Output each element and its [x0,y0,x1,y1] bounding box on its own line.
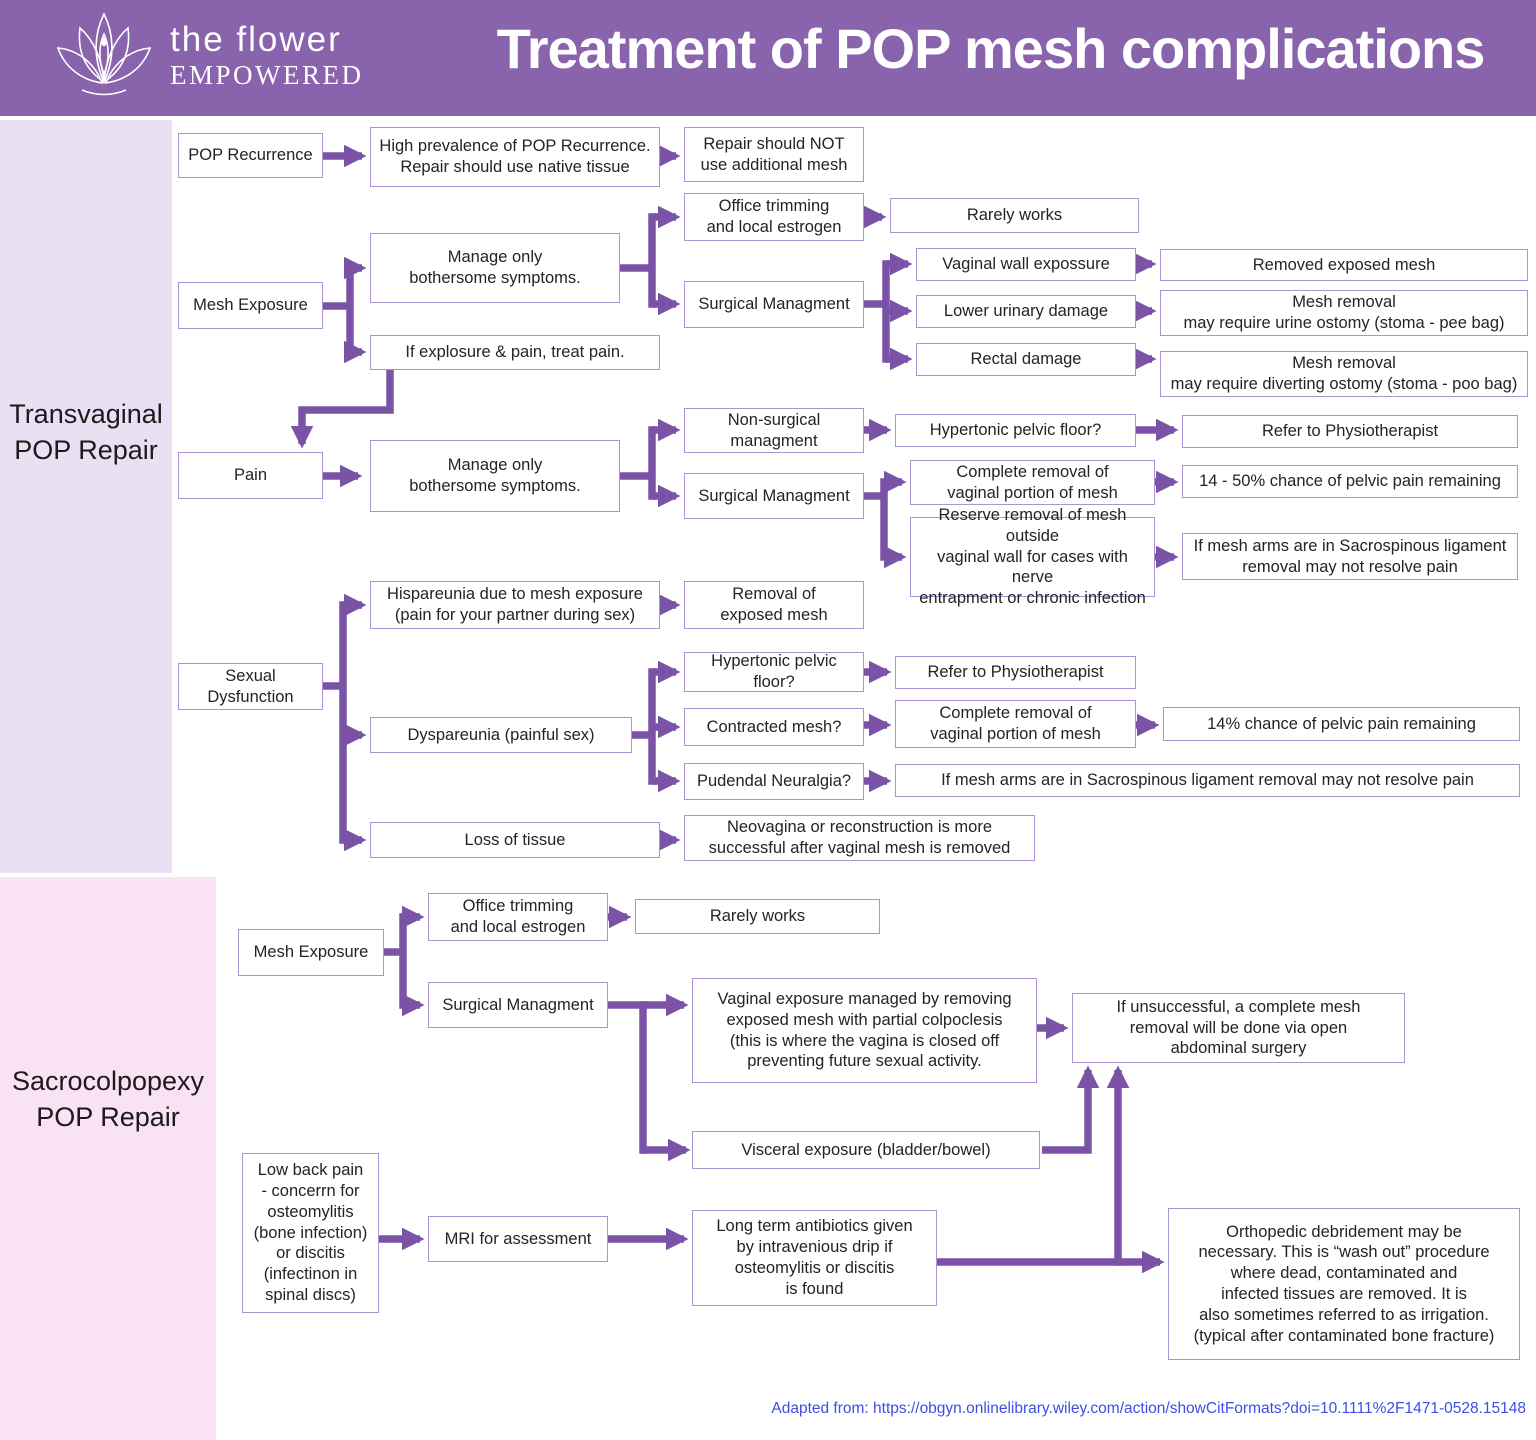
node-low-back-pain: Low back pain - concerrn for osteomyliti… [242,1153,379,1313]
node-orthopedic-debridement: Orthopedic debridement may be necessary.… [1168,1208,1520,1360]
node-high-prevalence: High prevalence of POP Recurrence. Repai… [370,127,660,187]
node-mesh-exposure-2: Mesh Exposure [238,929,384,976]
brand-line2: EMPOWERED [170,60,364,91]
node-complete-removal-1: Complete removal of vaginal portion of m… [910,460,1155,505]
node-visceral-exposure: Visceral exposure (bladder/bowel) [692,1131,1040,1169]
node-lower-urinary: Lower urinary damage [916,295,1136,328]
lotus-flower-icon [56,12,152,96]
sacrocolpopexy-section-label: Sacrocolpopexy POP Repair [0,1063,216,1136]
node-if-unsuccessful: If unsuccessful, a complete mesh removal… [1072,993,1405,1063]
node-vaginal-exposure-colpoclesis: Vaginal exposure managed by removing exp… [692,978,1037,1083]
node-mesh-arms-1: If mesh arms are in Sacrospinous ligamen… [1182,533,1518,580]
node-removal-exposed-mesh: Removal of exposed mesh [684,581,864,629]
transvaginal-section-strip [0,120,172,873]
transvaginal-label-line2: POP Repair [14,435,158,466]
node-hypertonic-2: Hypertonic pelvic floor? [684,652,864,692]
node-mesh-exposure-1: Mesh Exposure [178,282,323,329]
node-chance-14-50: 14 - 50% chance of pelvic pain remaining [1182,465,1518,498]
node-contracted-mesh: Contracted mesh? [684,708,864,746]
node-removed-exposed: Removed exposed mesh [1160,249,1528,281]
node-mesh-arms-2: If mesh arms are in Sacrospinous ligamen… [895,764,1520,797]
node-pudendal-neuralgia: Pudendal Neuralgia? [684,763,864,800]
node-pain: Pain [178,452,323,499]
citation-link[interactable]: Adapted from: https://obgyn.onlinelibrar… [771,1400,1526,1417]
node-repair-no-mesh: Repair should NOT use additional mesh [684,127,864,182]
node-rarely-works-2: Rarely works [635,899,880,934]
node-manage-only-1: Manage only bothersome symptoms. [370,233,620,303]
node-mesh-removal-diverting: Mesh removal may require diverting ostom… [1160,351,1528,397]
node-neovagina: Neovagina or reconstruction is more succ… [684,815,1035,861]
node-pop-recurrence: POP Recurrence [178,133,323,178]
node-long-term-antibiotics: Long term antibiotics given by intraveni… [692,1210,937,1306]
transvaginal-label-line1: Transvaginal [9,399,163,429]
node-if-explosure: If explosure & pain, treat pain. [370,335,660,370]
node-rarely-works-1: Rarely works [890,198,1139,233]
node-vaginal-wall: Vaginal wall expossure [916,248,1136,281]
brand-logo: the flower EMPOWERED [52,8,364,104]
node-refer-physio-1: Refer to Physiotherapist [1182,415,1518,448]
sacrocolpopexy-label-line2: POP Repair [36,1102,180,1133]
node-reserve-removal: Reserve removal of mesh outside vaginal … [910,506,1155,607]
sacrocolpopexy-section-strip [0,877,216,1440]
node-sexual-dysfunction: Sexual Dysfunction [178,663,323,710]
brand-line1: the flower [170,20,342,60]
node-surgical-management-2: Surgical Managment [684,473,864,519]
node-office-trimming-2: Office trimming and local estrogen [428,893,608,941]
node-rectal-damage: Rectal damage [916,343,1136,376]
node-chance-14: 14% chance of pelvic pain remaining [1163,707,1520,741]
node-hypertonic-1: Hypertonic pelvic floor? [895,414,1136,447]
header-bar: the flower EMPOWERED Treatment of POP me… [0,0,1536,116]
node-surgical-management-3: Surgical Managment [428,982,608,1028]
transvaginal-section-label: Transvaginal POP Repair [0,396,172,469]
node-office-trimming-1: Office trimming and local estrogen [684,193,864,241]
node-surgical-management-1: Surgical Managment [684,281,864,328]
node-mri-assessment: MRI for assessment [428,1216,608,1262]
brand-name: the flower EMPOWERED [170,20,364,91]
node-hispareunia: Hispareunia due to mesh exposure (pain f… [370,581,660,629]
page-title: Treatment of POP mesh complications [496,17,1486,80]
node-complete-removal-2: Complete removal of vaginal portion of m… [895,700,1136,748]
node-refer-physio-2: Refer to Physiotherapist [895,656,1136,689]
sacrocolpopexy-label-line1: Sacrocolpopexy [11,1066,205,1096]
node-nonsurgical-management: Non-surgical managment [684,408,864,453]
node-loss-of-tissue: Loss of tissue [370,822,660,858]
node-dyspareunia: Dyspareunia (painful sex) [370,717,632,753]
node-mesh-removal-urine: Mesh removal may require urine ostomy (s… [1160,290,1528,336]
node-manage-only-2: Manage only bothersome symptoms. [370,440,620,512]
